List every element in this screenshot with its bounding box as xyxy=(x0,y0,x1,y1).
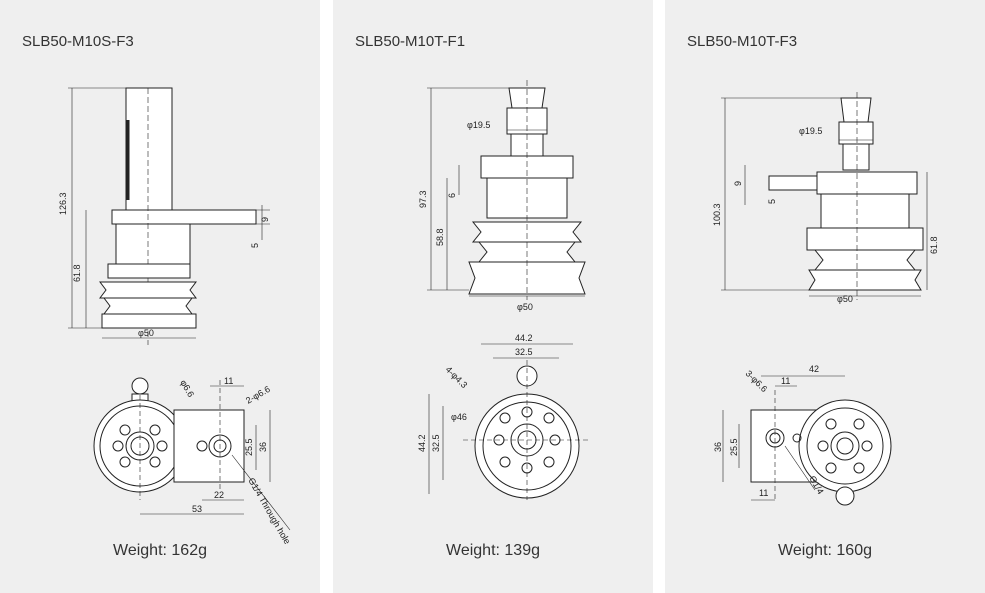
weight-label: Weight: 162g xyxy=(113,542,207,559)
dim-53: 53 xyxy=(192,504,202,514)
dim-cup-diameter: φ50 xyxy=(138,328,154,338)
port-label: G1/4 Through hole xyxy=(246,476,292,546)
dim-11-top: 11 xyxy=(781,376,790,386)
dim-42: 42 xyxy=(809,364,819,374)
bottom-view xyxy=(722,375,892,506)
dim-9: 9 xyxy=(733,181,743,186)
technical-drawing: 126.3 61.8 φ50 9 5 φ6.6 xyxy=(58,87,292,546)
dim-cup-height: 61.8 xyxy=(72,264,82,282)
dim-11: 11 xyxy=(224,376,233,386)
dim-11-bottom: 11 xyxy=(759,488,768,498)
dim-44-2-width: 44.2 xyxy=(515,333,533,343)
dim-3-holes: 3-φ6.6 xyxy=(744,368,770,394)
model-title: SLB50-M10T-F1 xyxy=(355,33,466,50)
product-panel-slb50-m10t-f1: SLB50-M10T-F1 φ19.5 97.3 6 58.8 φ50 xyxy=(333,0,653,593)
dim-25-5: 25.5 xyxy=(244,438,254,456)
dim-44-2-height: 44.2 xyxy=(417,434,427,452)
technical-drawing: φ19.5 97.3 6 58.8 φ50 44.2 32.5 4-φ4.3 φ… xyxy=(417,80,591,500)
dim-32-5-height: 32.5 xyxy=(431,434,441,452)
dim-36: 36 xyxy=(258,442,268,452)
dim-25-5: 25.5 xyxy=(729,438,739,456)
bottom-view xyxy=(428,343,591,500)
dim-36: 36 xyxy=(713,442,723,452)
dim-9: 9 xyxy=(260,217,270,222)
dim-97-3: 97.3 xyxy=(418,190,428,208)
dim-stem-diameter: φ19.5 xyxy=(799,126,822,136)
model-title: SLB50-M10T-F3 xyxy=(687,33,798,50)
dim-32-5-width: 32.5 xyxy=(515,347,533,357)
side-view xyxy=(721,92,928,300)
technical-drawing: φ19.5 100.3 9 5 61.8 φ50 42 3-φ6.6 11 xyxy=(712,92,939,506)
product-panel-slb50-m10t-f3: SLB50-M10T-F3 φ19.5 100.3 9 5 61.8 φ5 xyxy=(665,0,985,593)
dim-61-8: 61.8 xyxy=(929,236,939,254)
dim-stem-diameter: φ19.5 xyxy=(467,120,490,130)
dim-4-holes: 4-φ4.3 xyxy=(444,364,470,390)
dim-58-8: 58.8 xyxy=(435,228,445,246)
side-view xyxy=(427,80,586,300)
dim-5: 5 xyxy=(767,199,777,204)
dim-cup-diameter: φ50 xyxy=(517,302,533,312)
dim-100-3: 100.3 xyxy=(712,203,722,226)
weight-label: Weight: 160g xyxy=(778,542,872,559)
dim-hole-diameter: φ6.6 xyxy=(178,378,196,399)
weight-label: Weight: 139g xyxy=(446,542,540,559)
product-panel-slb50-m10s-f3: SLB50-M10S-F3 126.3 61.8 φ50 9 5 xyxy=(0,0,320,593)
bottom-view xyxy=(93,377,291,531)
dim-cup-diameter: φ50 xyxy=(837,294,853,304)
dim-22: 22 xyxy=(214,490,224,500)
model-title: SLB50-M10S-F3 xyxy=(22,33,134,50)
side-view xyxy=(68,87,270,345)
dim-5: 5 xyxy=(250,243,260,248)
dim-6: 6 xyxy=(447,193,457,198)
dim-total-height: 126.3 xyxy=(58,192,68,215)
dim-46: φ46 xyxy=(451,412,467,422)
dim-2-holes: 2-φ6.6 xyxy=(244,384,272,406)
